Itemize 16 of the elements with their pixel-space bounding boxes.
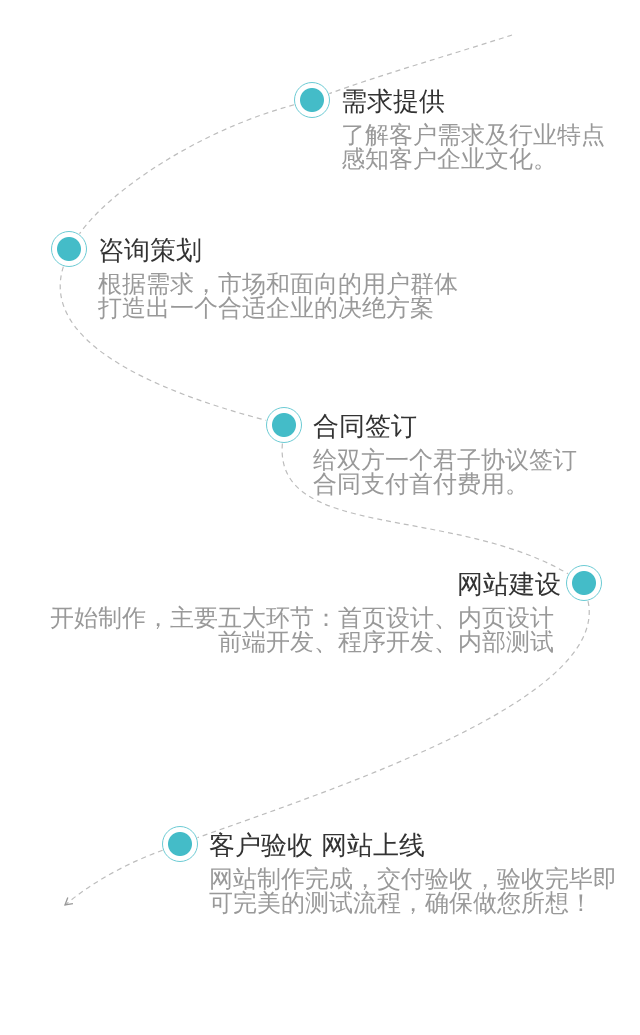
dashed-connector: [281, 442, 569, 575]
dashed-connector: [78, 104, 295, 235]
step-title: 合同签订: [313, 410, 417, 442]
dashed-connector: [328, 34, 513, 95]
dashed-connector: [59, 266, 267, 421]
dashed-connector: [196, 600, 589, 839]
step-description: 根据需求，市场和面向的用户群体打造出一个合适企业的决绝方案: [98, 272, 459, 320]
step-title: 咨询策划: [98, 234, 202, 266]
dashed-arrow: [64, 849, 164, 906]
step-title: 客户验收 网站上线: [209, 829, 426, 861]
step-description: 了解客户需求及行业特点感知客户企业文化。: [341, 123, 606, 171]
step-title: 需求提供: [341, 85, 445, 117]
step-title: 网站建设: [457, 568, 561, 600]
step-description: 给双方一个君子协议签订合同支付首付费用。: [313, 448, 578, 496]
step-description: 开始制作，主要五大环节：首页设计、内页设计前端开发、程序开发、内部测试: [49, 606, 554, 654]
step-description: 网站制作完成，交付验收，验收完毕即可完美的测试流程，确保做您所想！: [209, 867, 618, 915]
